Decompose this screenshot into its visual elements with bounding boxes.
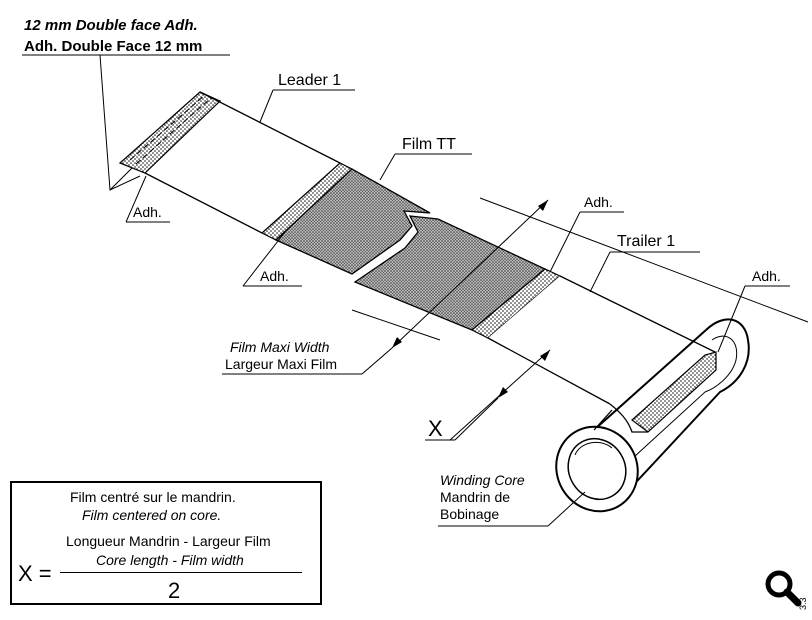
label-adh-middle-left: Adh. xyxy=(260,268,289,284)
film-tt-left xyxy=(274,168,431,275)
formula-denominator: 2 xyxy=(168,578,181,603)
core-end-inner xyxy=(567,437,627,501)
label-trailer: Trailer 1 xyxy=(617,233,675,250)
formula-line-fr: Film centré sur le mandrin. xyxy=(70,489,236,505)
label-leader: Leader 1 xyxy=(278,72,341,89)
header-line-2: Adh. Double Face 12 mm xyxy=(24,38,202,55)
leader-section xyxy=(118,91,341,234)
formula-numerator-en: Core length - Film width xyxy=(96,552,244,568)
label-adh-top-left: Adh. xyxy=(133,204,162,220)
label-core-en: Winding Core xyxy=(440,472,525,488)
magnifier-icon[interactable] xyxy=(762,566,808,612)
double-face-adhesive xyxy=(118,91,222,174)
label-adh-upper-right: Adh. xyxy=(584,194,613,210)
header-line-1: 12 mm Double face Adh. xyxy=(24,17,198,34)
label-x: X xyxy=(428,416,443,441)
formula-box: Film centré sur le mandrin. Film centere… xyxy=(10,481,322,605)
label-film-width-fr: Largeur Maxi Film xyxy=(225,356,337,372)
formula-x-equals: X = xyxy=(18,561,52,586)
label-core-fr-2: Bobinage xyxy=(440,506,499,522)
winding-core xyxy=(555,318,750,513)
formula-numerator-fr: Longueur Mandrin - Largeur Film xyxy=(66,533,271,549)
label-film-tt: Film TT xyxy=(402,136,456,153)
adhesive-strip-core xyxy=(631,351,717,433)
label-film-width-en: Film Maxi Width xyxy=(230,339,330,355)
trailer-section xyxy=(487,275,716,412)
formula-line-en: Film centered on core. xyxy=(82,507,222,523)
x-dimension xyxy=(425,349,551,441)
label-core-fr-1: Mandrin de xyxy=(440,489,510,505)
film-width-dimension xyxy=(351,197,809,349)
label-adh-far-right: Adh. xyxy=(752,268,781,284)
corner-mark: 3.3 xyxy=(798,597,808,610)
fraction-bar xyxy=(60,572,302,573)
